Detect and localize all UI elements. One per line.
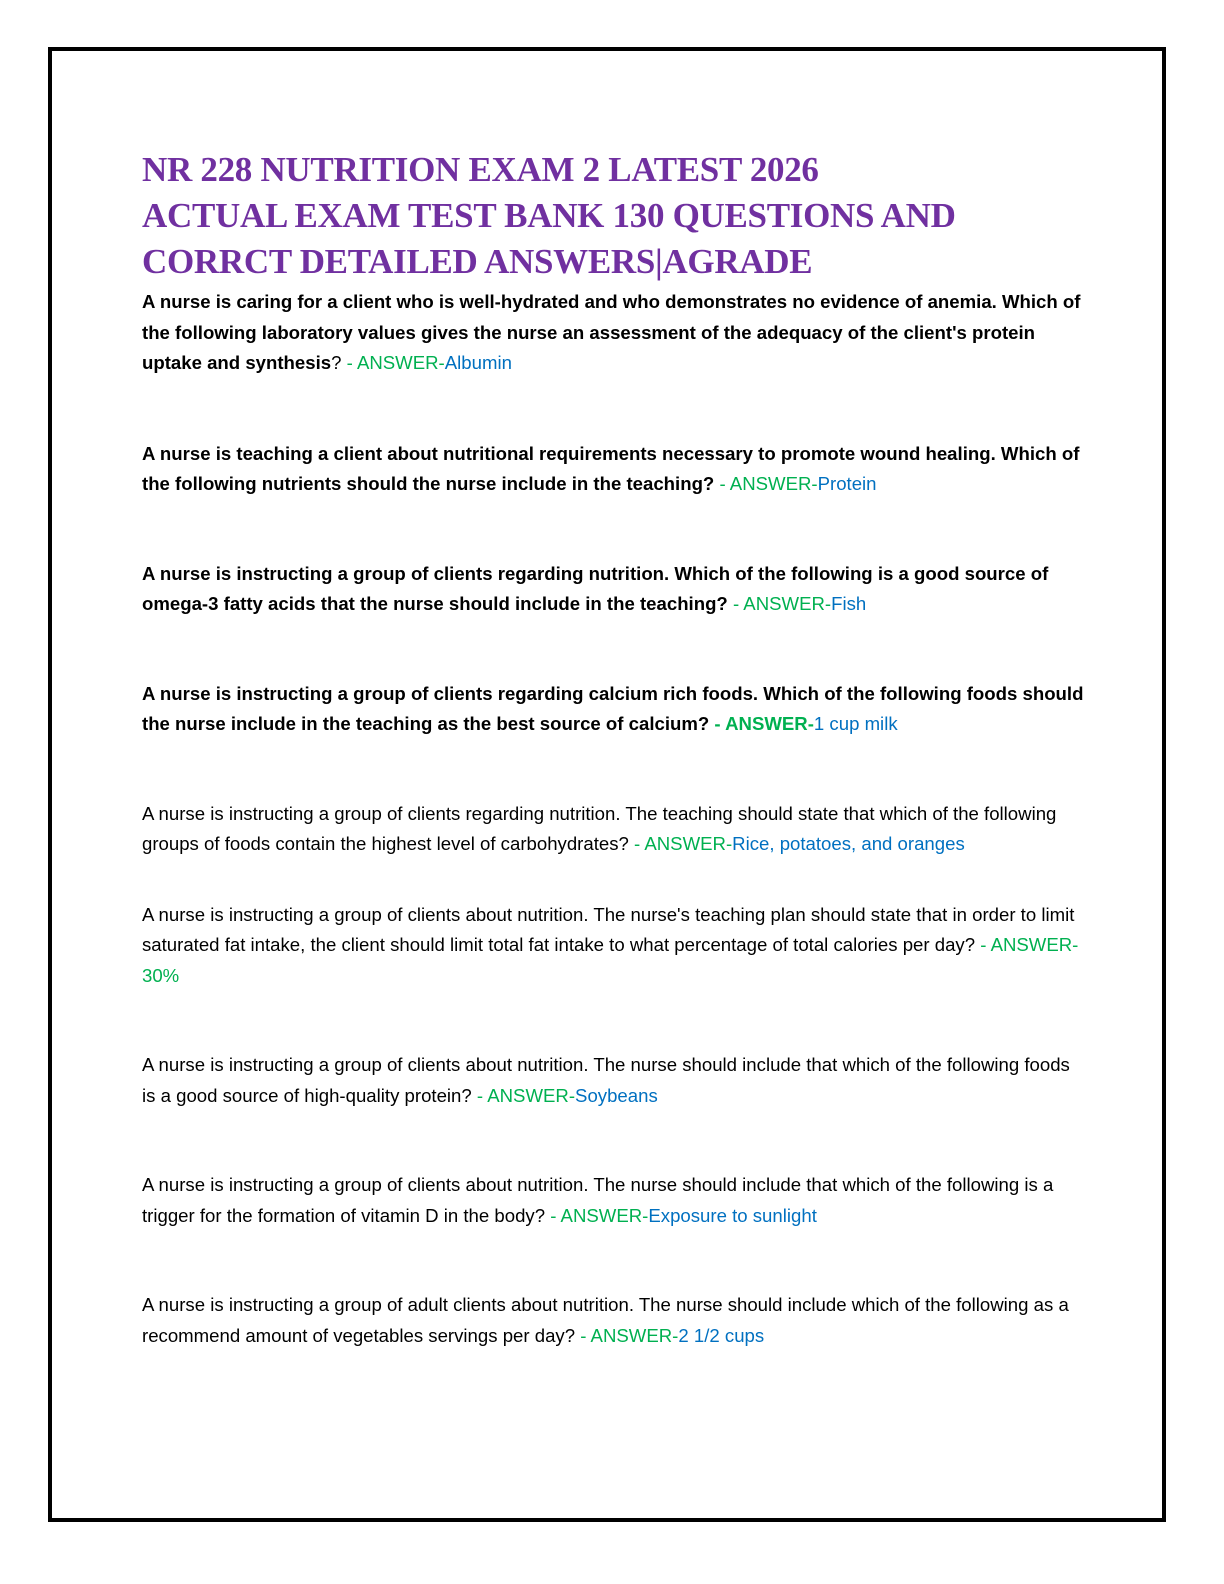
question-text: A nurse is teaching a client about nutri… <box>142 442 1080 495</box>
answer-label: - ANSWER- <box>727 593 832 614</box>
question-text: A nurse is caring for a client who is we… <box>142 291 1081 373</box>
answer-label: - ANSWER- <box>575 1324 679 1346</box>
answer-label: - ANSWER- <box>341 352 445 373</box>
answer-value: 1 cup milk <box>813 713 898 734</box>
answer-value: Rice, potatoes, and oranges <box>732 833 965 854</box>
answer-value: Soybeans <box>575 1084 658 1106</box>
answer-label: - ANSWER- <box>714 473 818 494</box>
qa-item: A nurse is instructing a group of client… <box>142 679 1087 740</box>
qa-item: A nurse is instructing a group of client… <box>142 559 1087 620</box>
answer-label: - ANSWER- <box>471 1084 576 1106</box>
answer-label: - ANSWER- <box>975 934 1079 955</box>
answer-value: Albumin <box>444 352 512 373</box>
answer-label: - ANSWER- <box>709 713 814 734</box>
qa-item: A nurse is teaching a client about nutri… <box>142 439 1087 500</box>
title-line-2: ACTUAL EXAM TEST BANK 130 QUESTIONS AND <box>142 196 956 235</box>
answer-value: Protein <box>817 473 877 494</box>
answer-value: 2 1/2 cups <box>678 1324 765 1346</box>
document-content: NR 228 NUTRITION EXAM 2 LATEST 2026 ACTU… <box>142 147 1087 1351</box>
question-text: A nurse is instructing a group of client… <box>142 1174 1054 1226</box>
question-text: A nurse is instructing a group of client… <box>142 1054 1070 1106</box>
qa-item: A nurse is instructing a group of client… <box>142 1050 1087 1111</box>
answer-value: Exposure to sunlight <box>648 1204 817 1226</box>
title-line-3: CORRCT DETAILED ANSWERS|AGRADE <box>142 242 813 281</box>
question-text: A nurse is instructing a group of client… <box>142 682 1084 735</box>
answer-value: Fish <box>831 593 867 614</box>
qa-item: A nurse is instructing a group of adult … <box>142 1290 1087 1351</box>
title-line-1: NR 228 NUTRITION EXAM 2 LATEST 2026 <box>142 150 819 189</box>
answer-value: 30% <box>142 964 180 986</box>
document-title: NR 228 NUTRITION EXAM 2 LATEST 2026 ACTU… <box>142 147 1087 285</box>
question-mark: ? <box>331 352 342 373</box>
question-text: A nurse is instructing a group of client… <box>142 903 1075 956</box>
question-text: A nurse is instructing a group of client… <box>142 562 1049 615</box>
qa-item: A nurse is instructing a group of client… <box>142 799 1087 860</box>
answer-label: - ANSWER- <box>545 1204 649 1226</box>
answer-label: - ANSWER- <box>628 833 733 854</box>
qa-item: A nurse is caring for a client who is we… <box>142 287 1087 379</box>
qa-item: A nurse is instructing a group of client… <box>142 1170 1087 1231</box>
page-border <box>48 47 1166 1522</box>
question-text: A nurse is instructing a group of client… <box>142 802 1057 855</box>
qa-item: A nurse is instructing a group of client… <box>142 900 1087 992</box>
question-text: A nurse is instructing a group of adult … <box>142 1294 1069 1346</box>
